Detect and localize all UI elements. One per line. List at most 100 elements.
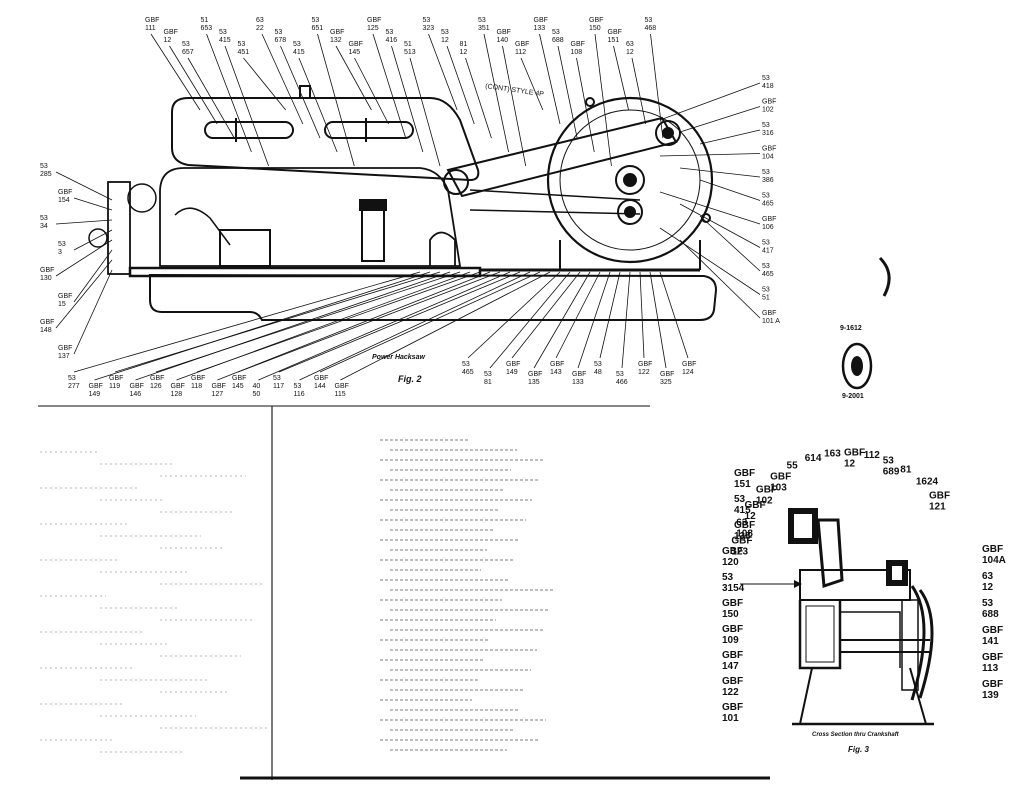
leader-line	[114, 271, 441, 373]
leader-line	[206, 33, 252, 153]
callout-number: 122	[638, 369, 650, 376]
callout-number: 416	[386, 37, 398, 44]
callout-number: 653	[201, 25, 213, 32]
callout-number: 124	[682, 369, 694, 376]
callout-code: 53	[40, 163, 48, 170]
callout-code: GBF	[982, 652, 1003, 663]
leader-line	[659, 227, 761, 295]
callout-number: 22	[256, 25, 264, 32]
leader-line	[511, 271, 581, 359]
callout-number: 163	[824, 449, 841, 460]
callout-code: 51	[404, 41, 412, 48]
callout-code: GBF	[58, 189, 72, 196]
callout-number: 55	[787, 461, 799, 472]
leader-line	[335, 45, 372, 111]
leader-line	[372, 33, 407, 139]
callout-code: 53	[462, 361, 470, 368]
leader-line	[502, 45, 527, 167]
callout-code: 53	[616, 371, 624, 378]
callout-number: 104A	[982, 555, 1006, 566]
leader-line	[319, 271, 541, 373]
fig2-leader-lines	[55, 33, 761, 381]
callout-number: 12	[441, 37, 449, 44]
callout-label: 533	[58, 241, 66, 256]
side-part-b-label: 9-2001	[842, 393, 864, 400]
callout-number: 688	[982, 609, 999, 620]
callout-number: 12	[982, 582, 994, 593]
callout-number: 3	[58, 249, 62, 256]
callout-code: 63	[982, 571, 994, 582]
leader-line	[557, 45, 578, 139]
leader-line	[465, 57, 492, 139]
leader-line	[446, 45, 475, 125]
callout-code: GBF	[770, 471, 791, 482]
callout-number: 285	[40, 171, 52, 178]
callout-code: GBF	[497, 29, 511, 36]
callout-code: 53	[238, 41, 246, 48]
side-part-a-label: 9-1612	[840, 325, 862, 332]
leader-line	[679, 167, 761, 178]
callout-label: 1624	[916, 476, 939, 487]
callout-number: 151	[608, 37, 620, 44]
callout-number: 51	[762, 295, 770, 302]
callout-number: 151	[734, 479, 751, 490]
leader-line	[55, 259, 113, 329]
callout-number: 143	[550, 369, 562, 376]
callout-number: 112	[864, 450, 881, 461]
callout-code: GBF	[756, 485, 777, 496]
callout-code: 53	[182, 41, 190, 48]
callout-code: GBF	[571, 41, 585, 48]
callout-number: 81	[484, 379, 492, 386]
callout-code: 53	[219, 29, 227, 36]
callout-number: 102	[756, 496, 773, 507]
callout-code: GBF	[330, 29, 344, 36]
leader-line	[135, 271, 451, 381]
callout-number: 116	[294, 391, 305, 398]
callout-code: GBF	[731, 536, 752, 547]
callout-number: 101	[722, 713, 739, 724]
callout-number: 123	[731, 547, 748, 558]
leader-line	[73, 249, 113, 303]
callout-number: 126	[150, 383, 162, 390]
callout-code: 53	[40, 215, 48, 222]
leader-line	[679, 106, 761, 133]
callout-code: GBF	[40, 267, 54, 274]
callout-number: 133	[534, 25, 546, 32]
callout-code: GBF	[534, 17, 548, 24]
leader-line	[659, 191, 761, 225]
callout-code: GBF	[232, 375, 246, 382]
callout-number: 689	[883, 467, 900, 478]
callout-number: 34	[40, 223, 48, 230]
callout-code: GBF	[314, 375, 328, 382]
leader-line	[354, 57, 389, 125]
callout-number: 3154	[722, 583, 745, 594]
callout-number: 140	[497, 37, 509, 44]
callout-code: 53	[645, 17, 653, 24]
callout-number: 12	[626, 49, 634, 56]
callout-number: 415	[219, 37, 231, 44]
